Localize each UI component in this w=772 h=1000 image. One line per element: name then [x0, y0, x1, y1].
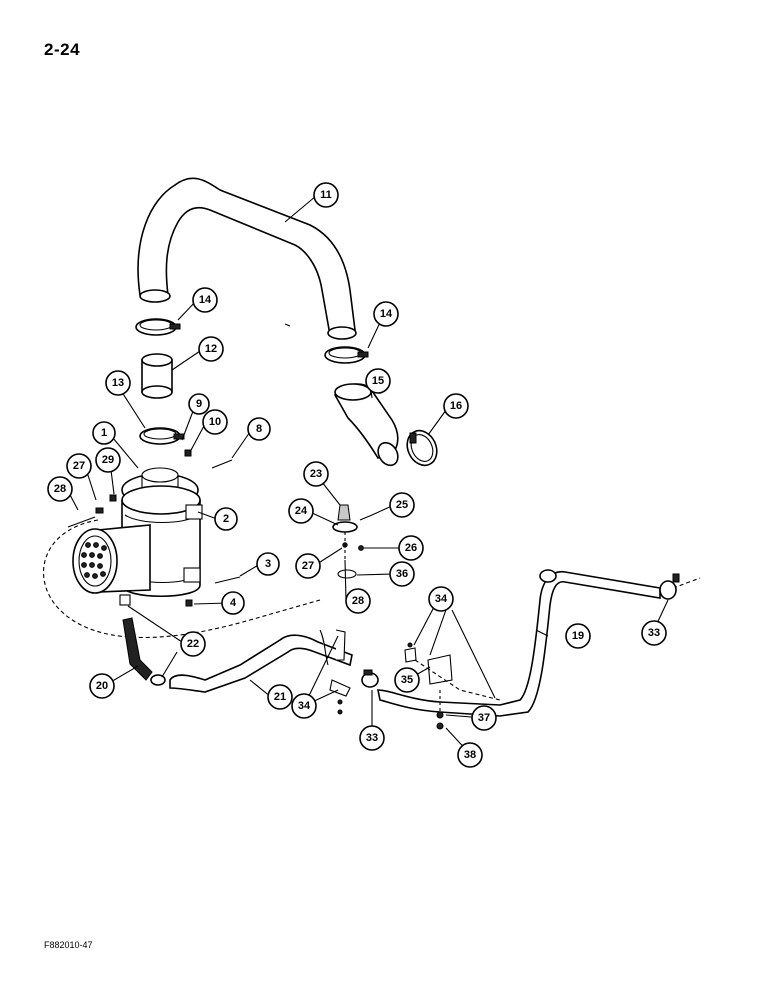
elbow-hose [334, 383, 399, 467]
callout-26: 26 [398, 535, 424, 561]
callout-3: 3 [256, 552, 280, 576]
svg-text:4: 4 [230, 597, 237, 609]
intake-tube [141, 353, 173, 399]
svg-text:9: 9 [196, 398, 202, 410]
svg-text:21: 21 [274, 691, 286, 703]
callout-20: 20 [89, 673, 115, 699]
callout-21: 21 [267, 684, 293, 710]
callout-10: 10 [202, 409, 228, 435]
callout-19: 19 [565, 623, 591, 649]
intake-hose [137, 177, 357, 340]
callout-1: 1 [92, 421, 116, 445]
callout-14-left: 14 [192, 287, 218, 313]
callout-22: 22 [180, 631, 206, 657]
callout-2: 2 [214, 507, 238, 531]
air-cleaner [72, 467, 203, 606]
svg-text:24: 24 [295, 505, 308, 517]
svg-text:37: 37 [478, 712, 490, 724]
callout-8: 8 [247, 417, 271, 441]
svg-text:28: 28 [54, 483, 66, 495]
svg-text:25: 25 [396, 499, 408, 511]
figure-code: F882010-47 [44, 940, 93, 950]
svg-text:12: 12 [205, 343, 217, 355]
svg-text:35: 35 [401, 674, 413, 686]
callouts: 11 14 14 12 15 13 9 10 16 8 1 27 29 28 2… [47, 182, 667, 768]
hose-clamp-upper-right [324, 346, 369, 364]
svg-text:38: 38 [464, 749, 476, 761]
callout-34-upper: 34 [428, 586, 454, 612]
svg-text:3: 3 [265, 558, 271, 570]
svg-text:19: 19 [572, 630, 584, 642]
svg-text:14: 14 [380, 308, 393, 320]
svg-text:2: 2 [223, 513, 229, 525]
svg-text:15: 15 [372, 375, 384, 387]
hose-clamp-16 [406, 429, 438, 467]
callout-36: 36 [389, 561, 415, 587]
fitting-assembly [332, 504, 373, 601]
svg-text:1: 1 [101, 427, 107, 439]
callout-28-left: 28 [47, 476, 73, 502]
svg-text:33: 33 [366, 732, 378, 744]
svg-text:16: 16 [450, 400, 462, 412]
svg-text:13: 13 [112, 377, 124, 389]
callout-38: 38 [457, 742, 483, 768]
callout-4: 4 [221, 591, 245, 615]
svg-text:11: 11 [320, 189, 332, 201]
callout-9: 9 [188, 393, 210, 415]
hose-clamp-33-right [659, 573, 680, 600]
svg-text:34: 34 [298, 700, 311, 712]
callout-16: 16 [443, 393, 469, 419]
svg-text:26: 26 [405, 542, 417, 554]
callout-24: 24 [288, 498, 314, 524]
svg-text:22: 22 [187, 638, 199, 650]
svg-text:14: 14 [199, 294, 212, 306]
callout-28-right: 28 [345, 588, 371, 614]
callout-33-mid: 33 [359, 725, 385, 751]
callout-15: 15 [365, 368, 391, 394]
svg-text:27: 27 [73, 460, 85, 472]
callout-33-right: 33 [641, 620, 667, 646]
svg-text:20: 20 [96, 680, 108, 692]
callout-27-upper: 27 [66, 453, 92, 479]
callout-35: 35 [394, 667, 420, 693]
tube-19 [377, 569, 661, 717]
callout-13: 13 [105, 370, 131, 396]
page-number: 2-24 [44, 40, 81, 59]
callout-12: 12 [198, 336, 224, 362]
hose-clamp-13 [139, 427, 185, 445]
callout-34-lower: 34 [291, 693, 317, 719]
bracket-35 [404, 642, 501, 730]
hose-clamp-33-mid [361, 669, 379, 688]
air-cleaner-fasteners [67, 449, 241, 607]
callout-23: 23 [303, 461, 329, 487]
callout-27-lower: 27 [295, 553, 321, 579]
hose-clamp-upper-left [135, 318, 181, 336]
svg-text:10: 10 [209, 416, 221, 428]
tube-21 [169, 629, 353, 693]
callout-11: 11 [313, 182, 339, 208]
callout-37: 37 [471, 705, 497, 731]
callout-25: 25 [389, 492, 415, 518]
drain-hose [122, 617, 166, 686]
svg-text:23: 23 [310, 468, 322, 480]
svg-text:34: 34 [435, 593, 448, 605]
callout-14-right: 14 [373, 301, 399, 327]
svg-text:8: 8 [256, 423, 262, 435]
svg-text:29: 29 [102, 454, 114, 466]
svg-text:28: 28 [352, 595, 364, 607]
bracket-34-lower [329, 629, 351, 715]
callout-29: 29 [95, 447, 121, 473]
svg-text:27: 27 [302, 560, 314, 572]
svg-text:36: 36 [396, 568, 408, 580]
svg-text:33: 33 [648, 627, 660, 639]
